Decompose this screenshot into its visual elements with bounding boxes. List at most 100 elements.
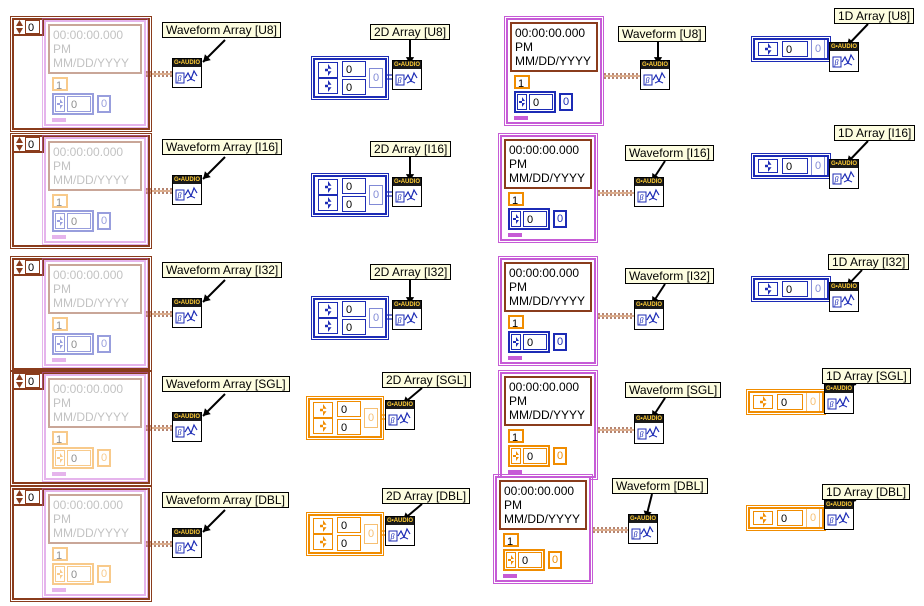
y-array-frame[interactable]: 0 — [508, 445, 550, 467]
spinner-arrows-icon[interactable] — [57, 453, 63, 463]
y-array-frame[interactable]: 0 — [508, 331, 550, 353]
array-index-display[interactable] — [757, 281, 779, 297]
index-spinner[interactable] — [55, 96, 65, 112]
array-index-display[interactable] — [317, 178, 339, 212]
increment-arrows-icon[interactable] — [16, 137, 23, 151]
dt-value[interactable]: 1 — [508, 192, 524, 207]
index-value[interactable]: 0 — [25, 20, 40, 34]
spinner-arrows-icon[interactable] — [513, 451, 519, 461]
spinner-arrows-icon[interactable] — [324, 181, 332, 193]
attributes-variant[interactable] — [508, 470, 522, 474]
y-array-element-value[interactable]: 0 — [548, 551, 562, 569]
index-spinner[interactable] — [511, 334, 521, 350]
down-arrow-icon[interactable] — [16, 382, 23, 388]
spinner-arrows-icon[interactable] — [319, 420, 327, 432]
index-spinner[interactable] — [318, 195, 338, 211]
up-arrow-icon[interactable] — [16, 374, 23, 380]
up-arrow-icon[interactable] — [16, 260, 23, 266]
spinner-arrows-icon[interactable] — [57, 99, 63, 109]
index-spinner[interactable] — [318, 179, 338, 195]
spinner-arrows-icon[interactable] — [57, 339, 63, 349]
y-array-index-value[interactable]: 0 — [523, 334, 547, 350]
index-spinner[interactable] — [753, 511, 773, 525]
array-element-value[interactable]: 0 — [782, 41, 808, 57]
spinner-arrows-icon[interactable] — [513, 214, 519, 224]
attributes-variant[interactable] — [52, 588, 66, 592]
index-spinner[interactable] — [506, 552, 516, 568]
y-array-element-value[interactable]: 0 — [97, 95, 111, 113]
attributes-variant[interactable] — [514, 116, 528, 120]
y-array-element-value[interactable]: 0 — [97, 335, 111, 353]
y-array-index-value[interactable]: 0 — [67, 450, 91, 466]
index-spinner[interactable] — [313, 518, 333, 534]
dt-value[interactable]: 1 — [508, 315, 524, 330]
array-element-value[interactable]: 0 — [342, 79, 366, 95]
array-next-element[interactable]: 0 — [806, 392, 820, 412]
index-value[interactable]: 0 — [25, 490, 40, 504]
array-element-value[interactable]: 0 — [337, 517, 361, 533]
array-next-element[interactable]: 0 — [369, 185, 383, 205]
array-next-element[interactable]: 0 — [364, 524, 378, 544]
attributes-variant[interactable] — [52, 472, 66, 476]
index-spinner[interactable] — [318, 62, 338, 78]
array-element-value[interactable]: 0 — [337, 535, 361, 551]
array-element-value[interactable]: 0 — [337, 419, 361, 435]
waveform-array-constant[interactable] — [10, 256, 152, 372]
increment-arrows-icon[interactable] — [16, 490, 23, 504]
y-array-frame[interactable]: 0 — [52, 210, 94, 232]
array-element-value[interactable]: 0 — [342, 319, 366, 335]
increment-arrows-icon[interactable] — [16, 374, 23, 388]
waveform-array-constant[interactable] — [10, 16, 152, 132]
y-array-element-value[interactable]: 0 — [97, 565, 111, 583]
spinner-arrows-icon[interactable] — [319, 404, 327, 416]
attributes-variant[interactable] — [52, 235, 66, 239]
y-array-index-value[interactable]: 0 — [518, 552, 542, 568]
array-next-element[interactable]: 0 — [811, 156, 825, 176]
index-spinner[interactable] — [758, 42, 778, 56]
dt-value[interactable]: 1 — [503, 533, 519, 548]
y-array-element-value[interactable]: 0 — [97, 449, 111, 467]
y-array-element-value[interactable]: 0 — [559, 93, 573, 111]
y-array-index-value[interactable]: 0 — [523, 211, 547, 227]
y-array-frame[interactable]: 0 — [514, 91, 556, 113]
array-next-element[interactable]: 0 — [369, 68, 383, 88]
index-spinner[interactable] — [55, 213, 65, 229]
down-arrow-icon[interactable] — [16, 268, 23, 274]
y-array-element-value[interactable]: 0 — [553, 333, 567, 351]
array-next-element[interactable]: 0 — [369, 308, 383, 328]
dt-value[interactable]: 1 — [52, 77, 68, 92]
array-index-display[interactable] — [752, 394, 774, 410]
up-arrow-icon[interactable] — [16, 20, 23, 26]
waveform-array-constant[interactable] — [10, 133, 152, 249]
